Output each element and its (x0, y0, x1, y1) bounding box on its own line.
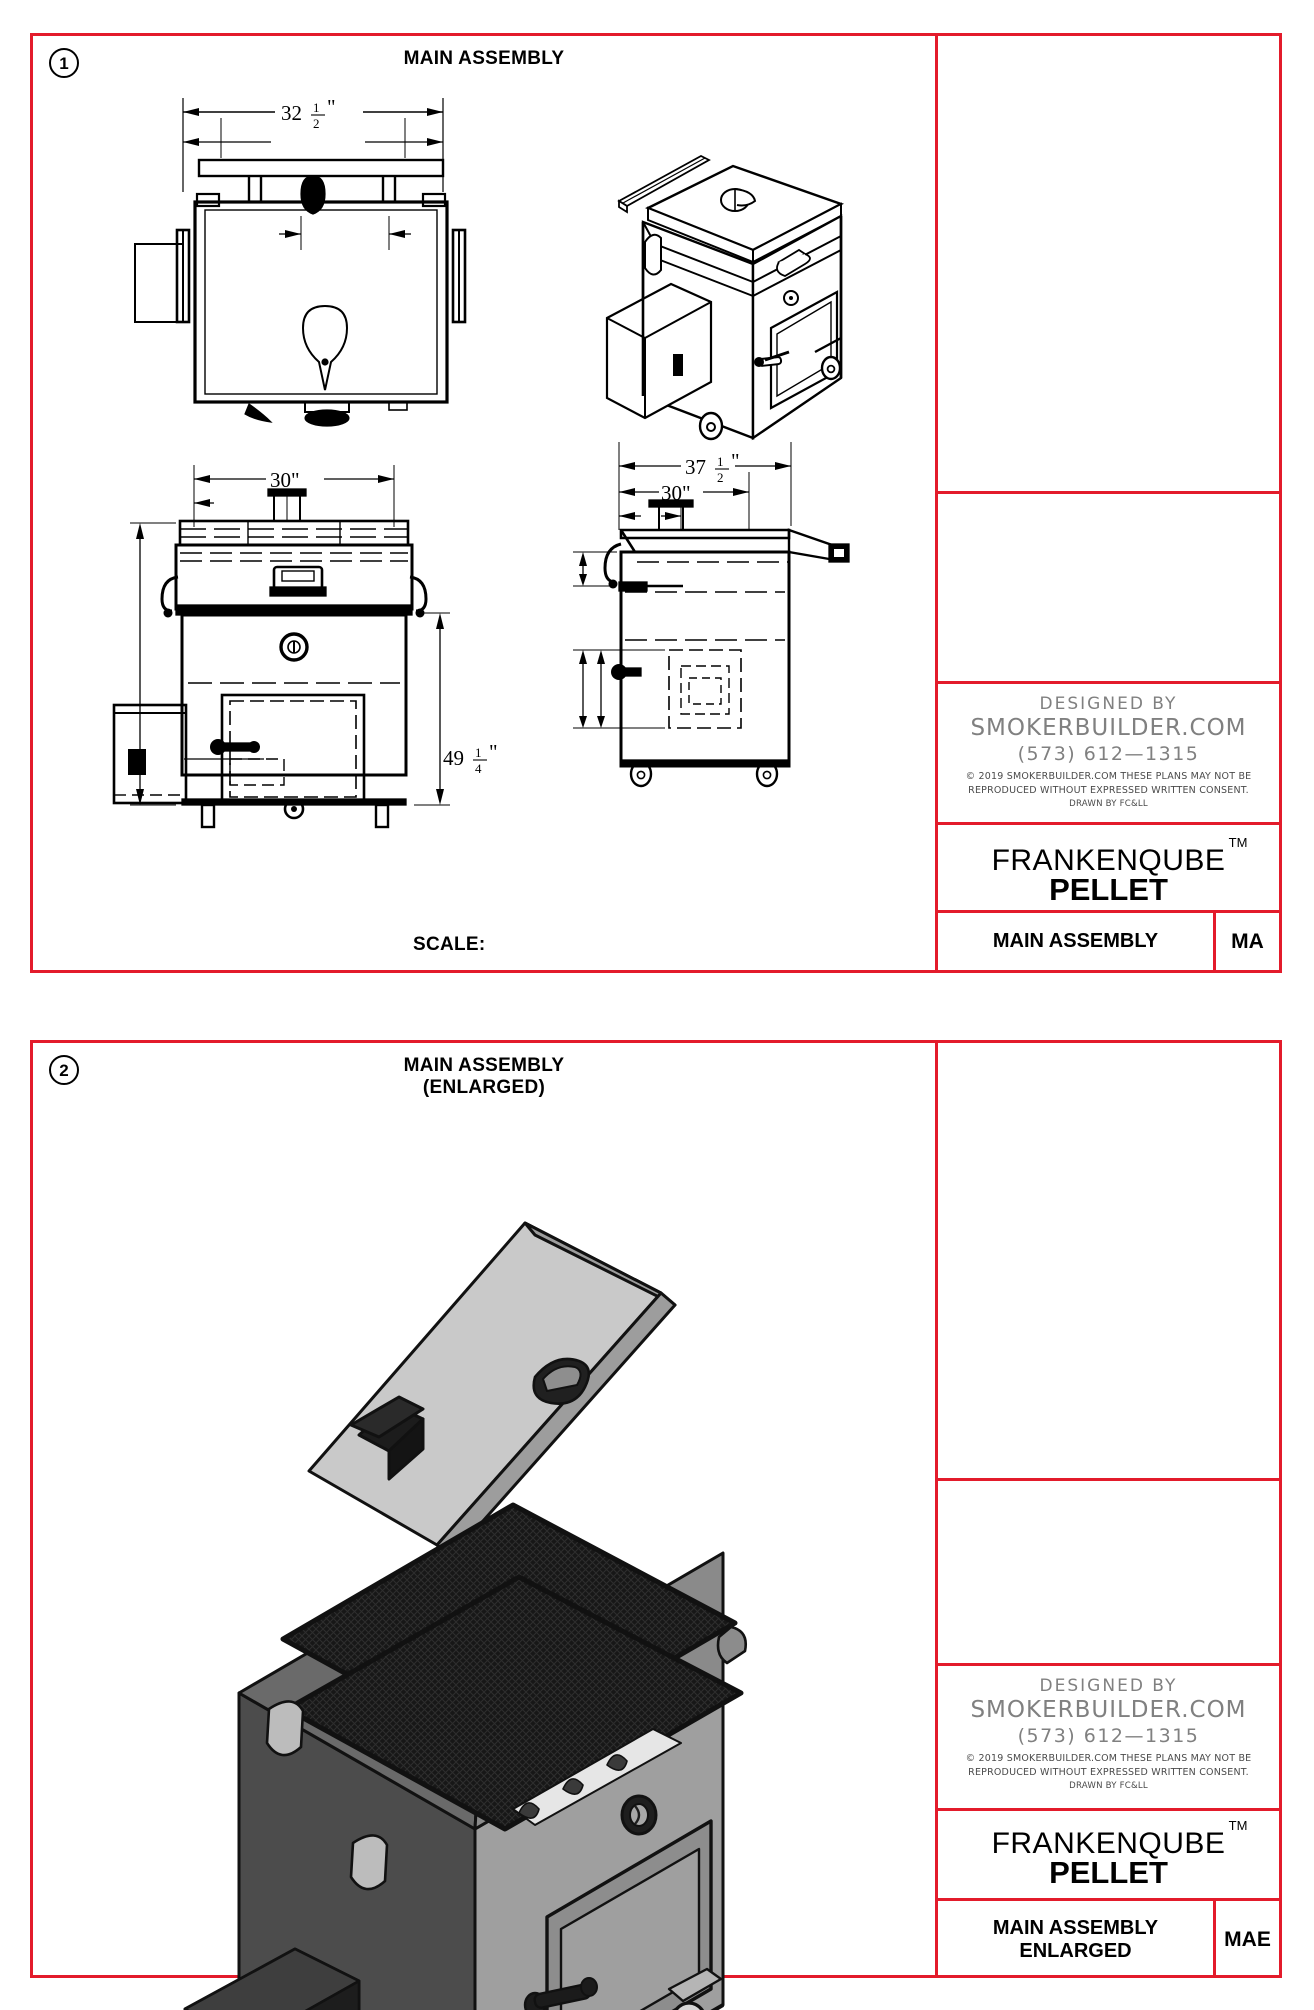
svg-text:32: 32 (281, 101, 302, 125)
panel-1-scale-label: SCALE: (413, 934, 486, 955)
svg-text:2: 2 (313, 116, 320, 131)
drawn-by-line: DRAWN BY FC&LL (1069, 1780, 1148, 1791)
panel-2-designed-by-block: DESIGNED BY SMOKERBUILDER.COM (573) 612—… (938, 1676, 1279, 1792)
panel-1-drawing-code: MA (1231, 929, 1264, 953)
panel-2-column-divider (935, 1043, 938, 1975)
company-phone: (573) 612—1315 (1017, 1725, 1200, 1747)
copyright-block: © 2019 SMOKERBUILDER.COM THESE PLANS MAY… (938, 770, 1279, 810)
panel-2-drawing-name: MAIN ASSEMBLY ENLARGED (938, 1901, 1213, 1978)
panel-1-titleblock-row-divider-2 (935, 681, 1279, 684)
panel-2-title: MAIN ASSEMBLY (ENLARGED) (33, 1055, 935, 1100)
svg-text:2: 2 (717, 470, 724, 485)
svg-text:30": 30" (270, 468, 300, 492)
panel-2-item-number: 2 (49, 1055, 79, 1085)
svg-text:1: 1 (475, 745, 482, 760)
brand-subtitle: PELLET (1049, 1855, 1168, 1890)
panel-2-code-cell-divider (1213, 1898, 1216, 1978)
panel-2-titleblock-row-divider-2 (935, 1663, 1279, 1666)
svg-text:30": 30" (661, 481, 691, 505)
panel-1-item-number: 1 (49, 48, 79, 78)
view-isometric-assembly (593, 146, 893, 446)
svg-text:": " (489, 740, 498, 764)
view-top-plan: 32 1 2 " (134, 84, 483, 444)
copyright-line-2: REPRODUCED WITHOUT EXPRESSED WRITTEN CON… (968, 1766, 1249, 1778)
panel-2-titleblock-row-divider-3 (935, 1808, 1279, 1811)
svg-text:49: 49 (443, 746, 464, 770)
panel-1-column-divider (935, 36, 938, 970)
panel-2-drawing-name-line-1: MAIN ASSEMBLY (992, 1916, 1159, 1939)
panel-2-drawing-name-line-2: ENLARGED (1019, 1939, 1132, 1962)
designed-by-label: DESIGNED BY (1039, 694, 1178, 714)
panel-2-titleblock-row-divider-4 (935, 1898, 1279, 1901)
panel-2-title-line-2: (ENLARGED) (422, 1077, 546, 1099)
drawing-panel-main-assembly: 1 MAIN ASSEMBLY SCALE: (30, 33, 1282, 973)
panel-1-title: MAIN ASSEMBLY (403, 48, 565, 69)
svg-text:": " (327, 95, 336, 119)
dim-top-view-width: 32 1 2 " (281, 95, 336, 131)
dim-front-view-width: 30" (270, 468, 300, 492)
svg-text:1: 1 (313, 100, 320, 115)
panel-1-titleblock-row-divider-1 (935, 491, 1279, 494)
designed-by-label: DESIGNED BY (1039, 1676, 1178, 1696)
panel-1-designed-by-block: DESIGNED BY SMOKERBUILDER.COM (573) 612—… (938, 694, 1279, 810)
drawing-panel-main-assembly-enlarged: 2 MAIN ASSEMBLY (ENLARGED) SCALE: (30, 1040, 1282, 2010)
company-phone: (573) 612—1315 (1017, 743, 1200, 765)
brand-trademark-symbol: TM (1228, 835, 1248, 850)
panel-2-titleblock-row-divider-1 (935, 1478, 1279, 1481)
svg-text:1: 1 (717, 454, 724, 469)
company-name: SMOKERBUILDER.COM (970, 715, 1247, 741)
panel-1-titleblock-row-divider-3 (935, 822, 1279, 825)
drawn-by-line: DRAWN BY FC&LL (1069, 798, 1148, 809)
dim-side-view-overall-depth: 37 1 2 " (685, 449, 740, 485)
svg-text:37: 37 (685, 455, 706, 479)
copyright-line-1: © 2019 SMOKERBUILDER.COM THESE PLANS MAY… (965, 771, 1252, 782)
svg-text:4: 4 (475, 761, 482, 776)
panel-1-drawing-name: MAIN ASSEMBLY (992, 930, 1159, 952)
panel-2-title-line-1: MAIN ASSEMBLY (403, 1055, 565, 1076)
svg-text:": " (731, 449, 740, 473)
panel-1-titleblock-row-divider-4 (935, 910, 1279, 913)
brand-subtitle: PELLET (1049, 872, 1168, 907)
copyright-block: © 2019 SMOKERBUILDER.COM THESE PLANS MAY… (938, 1752, 1279, 1792)
view-side-elevation: 37 1 2 " 30" (553, 434, 933, 788)
view-enlarged-isometric (183, 1153, 803, 2010)
company-name: SMOKERBUILDER.COM (970, 1697, 1247, 1723)
panel-1-code-cell-divider (1213, 910, 1216, 970)
dim-side-view-body-depth: 30" (661, 481, 691, 505)
panel-2-drawing-code: MAE (1224, 1927, 1271, 1951)
copyright-line-2: REPRODUCED WITHOUT EXPRESSED WRITTEN CON… (968, 784, 1249, 796)
brand-trademark-symbol: TM (1228, 1818, 1248, 1833)
dim-front-view-height: 49 1 4 " (443, 731, 533, 787)
copyright-line-1: © 2019 SMOKERBUILDER.COM THESE PLANS MAY… (965, 1753, 1252, 1764)
view-front-elevation: 30" (112, 441, 498, 829)
